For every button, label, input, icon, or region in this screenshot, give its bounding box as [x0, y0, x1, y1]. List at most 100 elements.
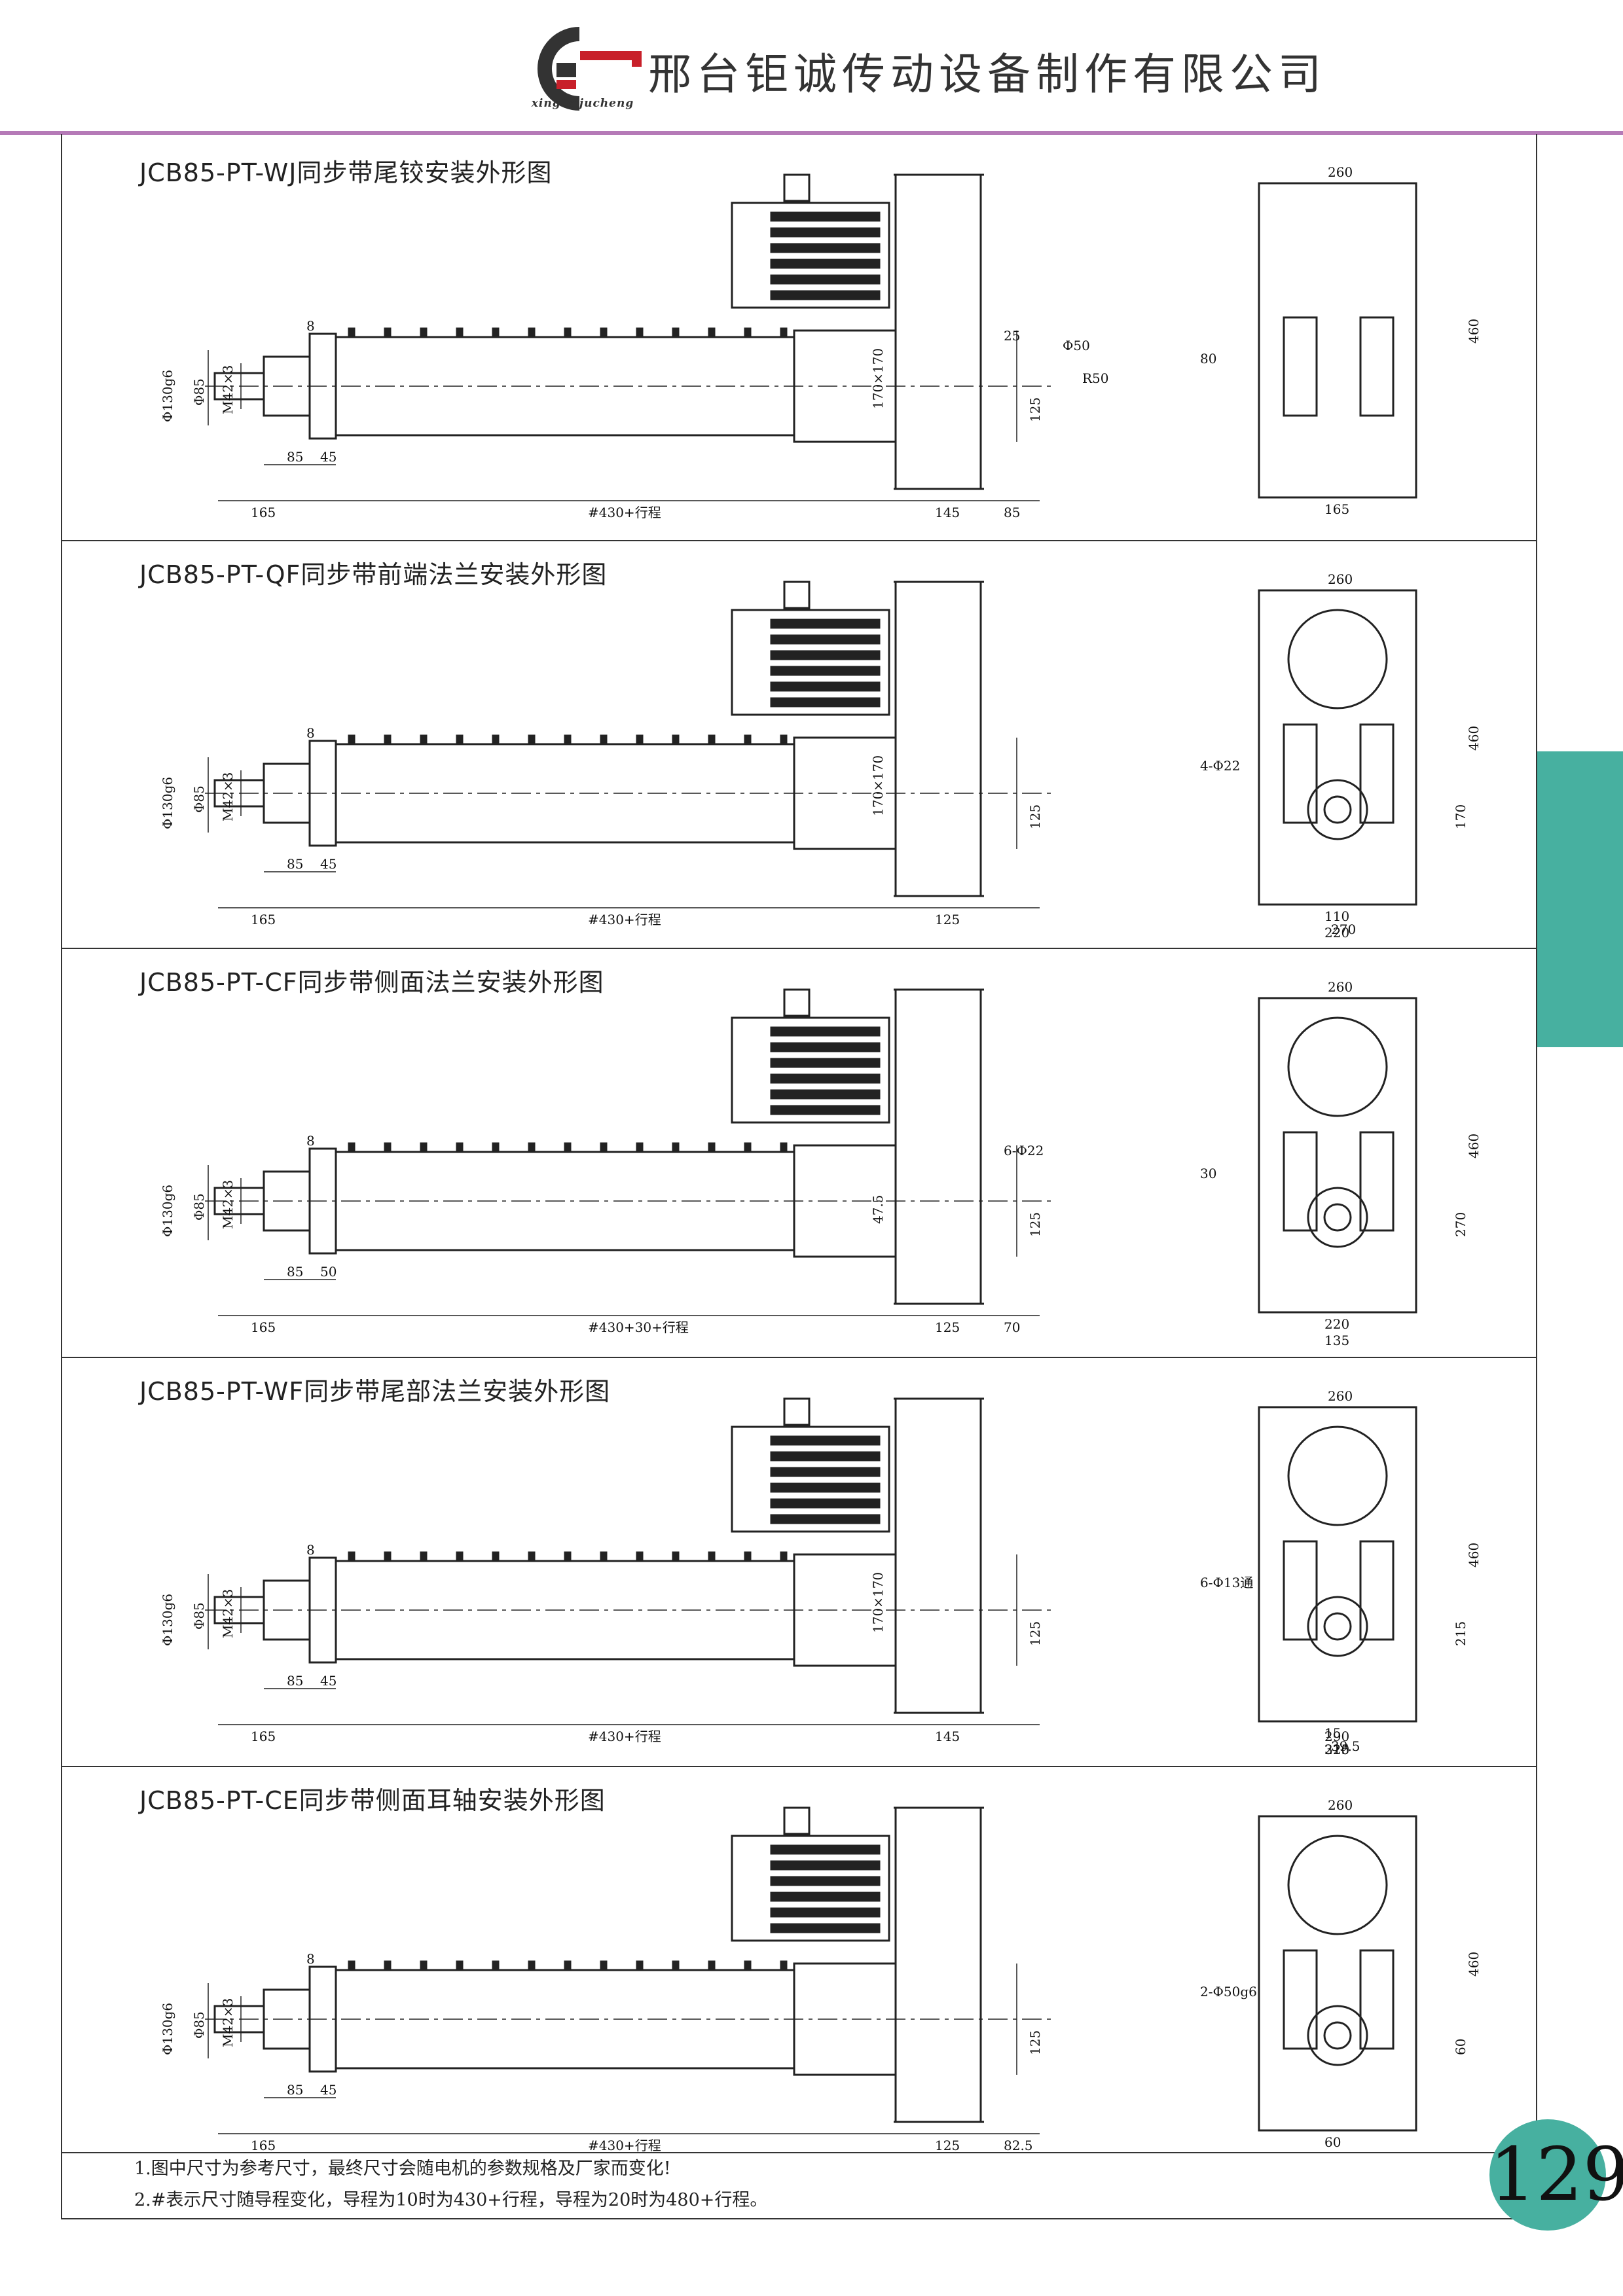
pulley-view: [1287, 609, 1388, 709]
dim-d8: #430+行程: [588, 2138, 661, 2153]
dim-d8: #430+30+行程: [588, 1319, 689, 1335]
dim-d1: 8: [306, 1951, 315, 1967]
note-1: 1.图中尺寸为参考尺寸，最终尺寸会随电机的参数规格及厂家而变化!: [134, 2159, 671, 2179]
dim-d8: #430+行程: [588, 1729, 661, 1744]
dim-d3: Φ85: [191, 378, 207, 406]
company-name: 邢台钜诚传动设备制作有限公司: [648, 49, 1326, 99]
end-dim-e2: 460: [1466, 1543, 1482, 1568]
dim-d8: #430+行程: [588, 912, 661, 927]
page-header: xingtaijucheng 邢台钜诚传动设备制作有限公司: [0, 0, 1623, 135]
dim-d12: 125: [1027, 804, 1043, 829]
motor-body: [731, 1426, 890, 1533]
dim-d1: 8: [306, 725, 315, 741]
end-dim-e1: 260: [1328, 164, 1353, 180]
end-dim-e2: 460: [1466, 726, 1482, 751]
dim-d12: 125: [1027, 1621, 1043, 1646]
dim-d4: M42×3: [220, 772, 236, 821]
dim-d9: 145: [935, 1729, 960, 1744]
end-dim-e5: 60: [1453, 2039, 1468, 2055]
dim-d5: 85: [287, 2082, 303, 2098]
dim-d12: 125: [1027, 2030, 1043, 2055]
end-dim-e6: 135: [1324, 1333, 1349, 1348]
end-dim-e2: 460: [1466, 1134, 1482, 1158]
belt-housing: [894, 988, 982, 1305]
end-dim-e7: 39.5: [1331, 1738, 1360, 1754]
end-dim-e6: 390: [1324, 2151, 1349, 2153]
dim-d10: 70: [1004, 1319, 1020, 1335]
panel-title: JCB85-PT-WF同步带尾部法兰安装外形图: [139, 1377, 611, 1406]
dim-d9: 125: [935, 912, 960, 927]
dim-d8: #430+行程: [588, 505, 661, 520]
end-dim-e4: 220: [1324, 1316, 1349, 1332]
pulley-view: [1287, 1016, 1388, 1117]
end-dim-e5: 170: [1453, 804, 1468, 829]
dim-d1: 8: [306, 318, 315, 334]
company-logo: [538, 27, 642, 111]
dim-d6: 50: [320, 1264, 337, 1280]
dim-d7: 165: [251, 2138, 276, 2153]
header-rule: [0, 131, 1623, 135]
end-dim-e3: 30: [1200, 1166, 1216, 1181]
dim-d5: 85: [287, 1264, 303, 1280]
logo-text: xingtaijucheng: [531, 97, 634, 110]
dim-d2: Φ130g6: [160, 1594, 175, 1646]
dim-d5: 85: [287, 449, 303, 465]
dim-d2: Φ130g6: [160, 2003, 175, 2055]
dim-d9: 125: [935, 2138, 960, 2153]
dim-d1: 8: [306, 1133, 315, 1149]
end-dim-e1: 260: [1328, 571, 1353, 587]
output-flange-view: [1307, 1187, 1368, 1248]
page-number: 129: [1489, 2119, 1623, 2231]
end-dim-e8: 290: [1324, 1729, 1349, 1744]
motor-body: [731, 1016, 890, 1124]
dim-d2: Φ130g6: [160, 1185, 175, 1237]
side-tab: [1537, 751, 1623, 1047]
motor-terminal: [783, 581, 811, 609]
dim-d11: 170×170: [870, 755, 886, 816]
dim-d11: 170×170: [870, 1572, 886, 1633]
dim-d7: 165: [251, 1729, 276, 1744]
belt-housing: [894, 581, 982, 897]
dim-d15: R50: [1082, 370, 1109, 386]
end-dim-e1: 260: [1328, 1797, 1353, 1813]
dim-d7: 165: [251, 505, 276, 520]
motor-body: [731, 1835, 890, 1942]
dim-d4: M42×3: [220, 1589, 236, 1638]
end-view-outline: [1258, 589, 1417, 906]
end-dim-e4: 60: [1324, 2134, 1341, 2150]
end-view-outline: [1258, 1815, 1417, 2132]
end-dim-e1: 260: [1328, 1388, 1353, 1404]
motor-body: [731, 202, 890, 309]
end-dim-e3: 2-Φ50g6: [1200, 1984, 1257, 2000]
belt-housing: [894, 1397, 982, 1714]
end-dim-e6: 215: [1324, 1742, 1349, 1757]
dim-d6: 45: [320, 1673, 337, 1689]
dim-d6: 45: [320, 856, 337, 872]
notes: 1.图中尺寸为参考尺寸，最终尺寸会随电机的参数规格及厂家而变化! 2.#表示尺寸…: [134, 2153, 767, 2216]
end-view-outline: [1258, 1406, 1417, 1723]
note-2: 2.#表示尺寸随导程变化，导程为10时为430+行程，导程为20时为480+行程…: [134, 2190, 768, 2210]
motor-terminal: [783, 988, 811, 1017]
end-dim-e4: 110: [1324, 908, 1349, 924]
belt-housing: [894, 1806, 982, 2123]
drawing-frame: [61, 134, 1537, 2219]
dim-d13: 25: [1004, 328, 1020, 344]
dim-d6: 45: [320, 449, 337, 465]
motor-terminal: [783, 1397, 811, 1426]
end-view-outline: [1258, 182, 1417, 499]
end-dim-e3: 80: [1200, 351, 1216, 367]
output-flange-view: [1307, 1596, 1368, 1657]
dim-d3: Φ85: [191, 1602, 207, 1630]
end-dim-e4: 15: [1324, 1725, 1341, 1741]
end-dim-e6: 220: [1324, 925, 1349, 941]
dim-d9: 125: [935, 1319, 960, 1335]
end-dim-e1: 260: [1328, 979, 1353, 995]
dim-d10: 85: [1004, 505, 1020, 520]
